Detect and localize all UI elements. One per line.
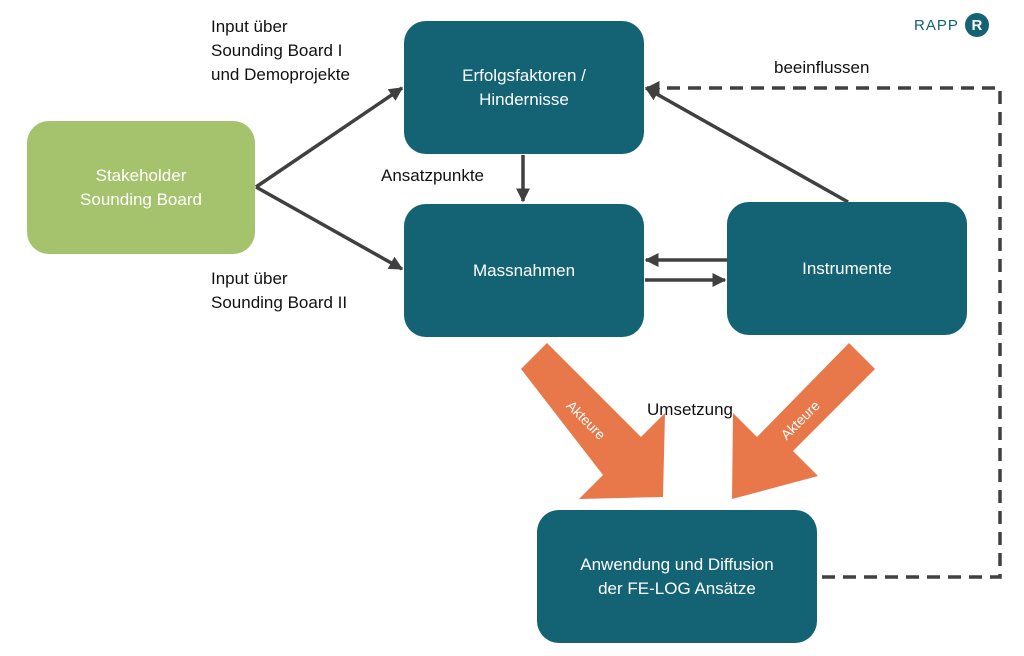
node-massnahmen: Massnahmen [404,204,644,337]
node-anwendung-label: Anwendung und Diffusion der FE-LOG Ansät… [580,554,774,598]
arrow-instrumente-to-erfolgsfaktoren [644,86,849,204]
node-instrumente-label: Instrumente [802,258,892,278]
block-arrow-akteure-right [732,343,875,499]
logo-mark-icon: R [964,13,989,37]
node-anwendung-diffusion: Anwendung und Diffusion der FE-LOG Ansät… [537,510,817,643]
block-arrow-akteure-left [521,343,665,499]
label-beeinflussen: beeinflussen [774,58,870,77]
label-input-sounding-board-1: Input über Sounding Board I und Demoproj… [211,17,350,84]
label-ansatzpunkte: Ansatzpunkte [381,166,485,185]
label-input-sounding-board-2: Input über Sounding Board II [211,269,348,312]
arrow-stakeholder-to-erfolgsfaktoren [255,86,404,189]
logo-text: RAPP [914,16,959,34]
node-instrumente: Instrumente [727,202,967,335]
dashed-feedback-arrow [645,81,1002,579]
rapp-logo: RAPP R [914,12,989,38]
arrow-stakeholder-to-massnahmen [255,185,404,271]
node-erfolgsfaktoren-hindernisse: Erfolgsfaktoren / Hindernisse [404,21,644,154]
node-massnahmen-label: Massnahmen [472,260,576,280]
label-umsetzung: Umsetzung [647,400,733,419]
node-stakeholder-sounding-board: Stakeholder Sounding Board [27,121,255,254]
node-stakeholder-label: Stakeholder Sounding Board [80,165,202,209]
node-erfolgsfaktoren-label: Erfolgsfaktoren / Hindernisse [462,65,586,109]
